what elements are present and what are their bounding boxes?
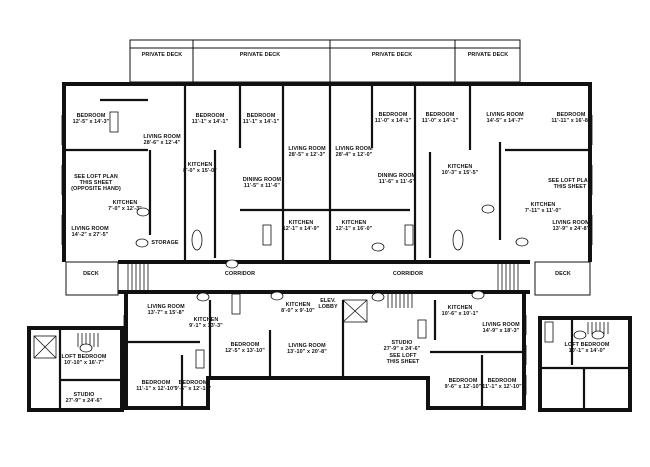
unit-tag <box>591 330 605 340</box>
unit-tag <box>270 291 284 301</box>
elevator-lobby-label: ELEV.LOBBY <box>318 298 338 310</box>
private-deck-label: PRIVATE DECK <box>141 52 183 58</box>
unit-tag <box>471 290 485 300</box>
unit-tag <box>79 343 93 353</box>
storage-label: STORAGE <box>151 240 179 246</box>
corridor-label: CORRIDOR <box>392 271 424 277</box>
private-deck-label: PRIVATE DECK <box>467 52 509 58</box>
stair-lobby <box>387 294 413 308</box>
bathtub <box>262 224 272 246</box>
exterior-wall <box>124 292 526 410</box>
unit-tag <box>136 207 150 217</box>
bathtub <box>452 229 464 251</box>
deck-label: DECK <box>83 271 99 277</box>
private-deck-outline <box>329 39 456 83</box>
loft-plan-right <box>538 316 632 412</box>
unit-tag <box>135 238 149 248</box>
bathtub <box>109 111 119 133</box>
deck-outline <box>65 261 119 296</box>
unit-tag <box>481 204 495 214</box>
stair-loft-left <box>77 333 99 347</box>
unit-tag <box>371 292 385 302</box>
unit-tag <box>371 242 385 252</box>
private-deck-label: PRIVATE DECK <box>239 52 281 58</box>
deck-label: DECK <box>555 271 571 277</box>
exterior-wall <box>62 82 592 262</box>
unit-tag <box>515 237 529 247</box>
bathtub <box>191 229 203 251</box>
unit-tag <box>196 292 210 302</box>
deck-outline <box>534 261 591 296</box>
private-deck-label: PRIVATE DECK <box>371 52 413 58</box>
bathtub <box>195 349 205 369</box>
private-deck-outline <box>454 39 521 83</box>
loft-plan-left <box>27 326 124 412</box>
stair-left <box>127 264 149 290</box>
private-deck-outline <box>129 39 194 83</box>
bathtub <box>417 319 427 339</box>
bathtub <box>231 293 241 315</box>
unit-tag <box>225 259 239 269</box>
stair-right <box>497 264 519 290</box>
bathtub <box>544 321 554 343</box>
bathtub <box>404 224 414 246</box>
unit-tags <box>79 204 605 353</box>
windows <box>61 115 593 395</box>
elevator-shaft <box>342 299 368 323</box>
private-deck-outline <box>192 39 331 83</box>
unit-tag <box>573 330 587 340</box>
stair-loft-right <box>587 322 609 334</box>
corridor-label: CORRIDOR <box>224 271 256 277</box>
